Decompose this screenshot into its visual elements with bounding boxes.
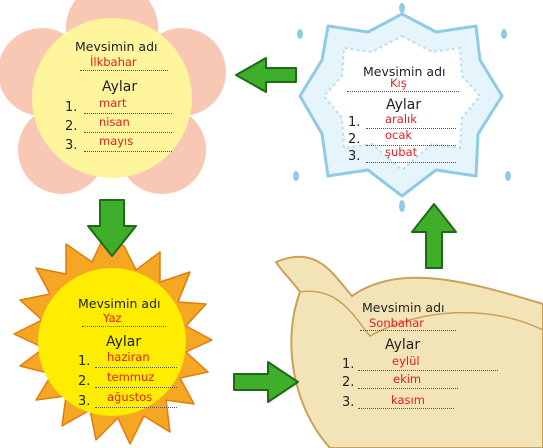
spring-month-3-name: mayıs	[99, 134, 134, 148]
winter-month-1-line	[366, 128, 456, 129]
autumn-season-label: Mevsimin adı	[362, 300, 445, 315]
autumn-months-label: Aylar	[385, 337, 421, 353]
winter-month-2-number: 2.	[348, 132, 361, 147]
spring-month-3-line	[84, 151, 172, 152]
spring-season-label: Mevsimin adı	[75, 39, 158, 54]
arrow-spring-to-summer-icon	[87, 199, 137, 257]
summer-months-label: Aylar	[106, 334, 142, 350]
spring-season-name: İlkbahar	[90, 55, 137, 69]
winter-month-1-name: aralık	[385, 112, 417, 126]
autumn-month-2-name: ekim	[393, 372, 422, 386]
spring-month-2-name: nisan	[99, 115, 130, 129]
autumn-season-name-line	[360, 330, 456, 331]
spring-flower-shape	[0, 0, 226, 194]
summer-month-3-number: 3.	[78, 394, 91, 409]
arrow-winter-to-spring-icon	[235, 57, 297, 93]
autumn-month-1-name: eylül	[392, 354, 420, 368]
winter-month-3-name: şubat	[385, 145, 418, 159]
summer-month-3-line	[95, 407, 177, 408]
spring-months-label: Aylar	[102, 79, 138, 95]
summer-month-1-number: 1.	[78, 354, 91, 369]
spring-month-1-line	[84, 113, 172, 114]
autumn-month-2-number: 2.	[342, 375, 355, 390]
spring-season-name-line	[80, 70, 168, 71]
winter-month-2-line	[366, 145, 456, 146]
winter-season-label: Mevsimin adı	[363, 64, 446, 79]
autumn-month-1-line	[358, 370, 498, 371]
spring-month-2-number: 2.	[65, 119, 78, 134]
winter-season-name: Kış	[390, 76, 407, 90]
winter-month-3-line	[366, 162, 456, 163]
summer-season-name-line	[82, 326, 166, 327]
winter-month-3-number: 3.	[348, 149, 361, 164]
summer-season-name: Yaz	[103, 311, 122, 325]
spring-month-1-number: 1.	[65, 100, 78, 115]
autumn-month-3-line	[358, 408, 454, 409]
autumn-month-2-line	[358, 388, 458, 389]
arrow-summer-to-autumn-icon	[233, 361, 299, 403]
winter-month-2-name: ocak	[385, 128, 413, 142]
summer-season-label: Mevsimin adı	[78, 296, 161, 311]
summer-sun-shape	[13, 235, 213, 445]
winter-month-1-number: 1.	[348, 115, 361, 130]
spring-month-1-name: mart	[99, 96, 127, 110]
autumn-month-1-number: 1.	[342, 357, 355, 372]
summer-month-1-line	[95, 367, 177, 368]
summer-month-3-name: ağustos	[107, 390, 153, 404]
autumn-month-3-number: 3.	[342, 395, 355, 410]
summer-month-2-line	[95, 387, 177, 388]
arrow-autumn-to-winter-icon	[411, 203, 457, 269]
autumn-season-name: Sonbahar	[369, 316, 425, 330]
spring-month-3-number: 3.	[65, 138, 78, 153]
summer-month-1-name: haziran	[107, 350, 150, 364]
spring-month-2-line	[84, 132, 172, 133]
autumn-month-3-name: kasım	[391, 393, 425, 407]
winter-snowflake-shape	[293, 3, 511, 212]
winter-season-name-line	[347, 91, 459, 92]
winter-months-label: Aylar	[386, 97, 422, 113]
summer-month-2-name: temmuz	[107, 370, 155, 384]
summer-month-2-number: 2.	[78, 374, 91, 389]
